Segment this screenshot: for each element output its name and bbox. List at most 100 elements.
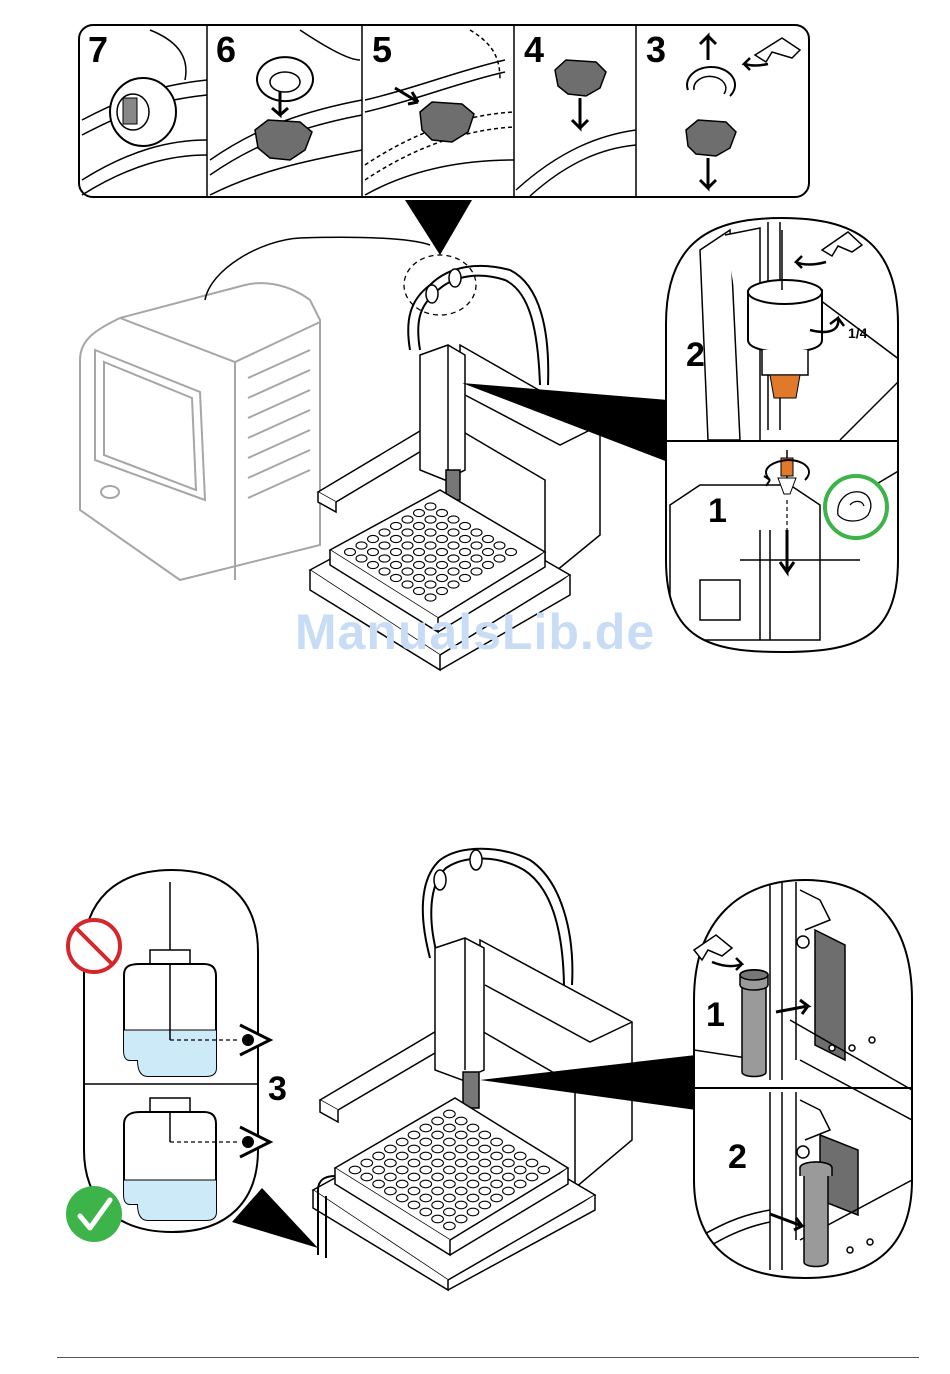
tray-hole <box>385 1173 397 1181</box>
tray-hole <box>396 1194 408 1202</box>
tray-hole <box>432 1159 444 1167</box>
tray-hole <box>396 1180 408 1188</box>
tray-hole <box>420 1138 432 1146</box>
tray-hole <box>467 1138 479 1146</box>
tray-hole <box>467 1124 479 1132</box>
tray-hole <box>444 1222 456 1230</box>
tray-hole <box>467 1208 479 1216</box>
tray-hole <box>437 535 448 542</box>
tray-hole <box>467 1152 479 1160</box>
tray-hole <box>391 574 402 581</box>
tray-hole <box>479 1145 491 1153</box>
tray-hole <box>494 542 505 549</box>
tray-hole <box>425 581 436 588</box>
step-6-label: 6 <box>216 29 236 70</box>
tray-hole <box>361 1159 373 1167</box>
tray-hole <box>391 548 402 555</box>
tray-hole <box>460 561 471 568</box>
tray-hole <box>368 561 379 568</box>
tray-hole <box>379 568 390 575</box>
detail-rinse-cup: 1 2 <box>690 876 916 1282</box>
tray-hole <box>460 522 471 529</box>
tray-hole <box>408 1145 420 1153</box>
tray-hole <box>414 561 425 568</box>
tray-hole <box>379 529 390 536</box>
detail-step-1-label: 1 <box>708 492 727 530</box>
tray-hole <box>385 1187 397 1195</box>
tray-hole <box>402 581 413 588</box>
tray-hole <box>471 529 482 536</box>
tray-hole <box>408 1201 420 1209</box>
tray-hole <box>444 1166 456 1174</box>
tray-hole <box>368 548 379 555</box>
tray-hole <box>396 1138 408 1146</box>
tray-hole <box>391 561 402 568</box>
level-check-panel: 3 <box>66 870 287 1242</box>
tray-hole <box>425 594 436 601</box>
tray-hole <box>425 503 436 510</box>
tray-hole <box>373 1166 385 1174</box>
tray-hole <box>420 1124 432 1132</box>
tray-hole <box>437 574 448 581</box>
tray-hole <box>514 1166 526 1174</box>
tray-hole <box>538 1166 550 1174</box>
tray-hole <box>414 587 425 594</box>
tray-hole <box>491 1194 503 1202</box>
steps-strip: 7 6 5 <box>79 25 809 197</box>
tray-hole <box>432 1145 444 1153</box>
tray-hole <box>448 516 459 523</box>
tray-hole <box>444 1180 456 1188</box>
tray-hole <box>379 555 390 562</box>
tray-hole <box>432 1131 444 1139</box>
tray-hole <box>444 1194 456 1202</box>
tray-hole <box>356 542 367 549</box>
tray-hole <box>460 574 471 581</box>
tray-hole <box>491 1166 503 1174</box>
rinse-step-1-label: 1 <box>706 996 725 1034</box>
tray-hole <box>420 1194 432 1202</box>
tray-hole <box>479 1201 491 1209</box>
tray-hole <box>479 1187 491 1195</box>
pointer-triangle-top <box>405 200 472 255</box>
tray-hole <box>455 1201 467 1209</box>
tray-hole <box>437 561 448 568</box>
autosampler-top <box>310 255 600 670</box>
tray-hole <box>448 568 459 575</box>
tray-hole <box>437 509 448 516</box>
tray-hole <box>444 1110 456 1118</box>
tray-hole <box>373 1152 385 1160</box>
tray-hole <box>460 535 471 542</box>
tray-hole <box>385 1159 397 1167</box>
tray-hole <box>444 1152 456 1160</box>
detail-step-2-label: 2 <box>686 336 705 374</box>
tray-hole <box>455 1131 467 1139</box>
tray-hole <box>437 522 448 529</box>
tray-hole <box>396 1166 408 1174</box>
tray-hole <box>471 542 482 549</box>
tray-hole <box>503 1173 515 1181</box>
tray-hole <box>483 561 494 568</box>
tray-hole <box>514 1180 526 1188</box>
tray-hole <box>408 1187 420 1195</box>
tray-hole <box>408 1159 420 1167</box>
tray-hole <box>414 522 425 529</box>
step-3-label: 3 <box>646 29 666 70</box>
tray-hole <box>402 568 413 575</box>
tray-hole <box>425 542 436 549</box>
tray-hole <box>425 516 436 523</box>
tray-hole <box>455 1159 467 1167</box>
tray-hole <box>455 1117 467 1125</box>
tray-hole <box>471 555 482 562</box>
tray-hole <box>356 555 367 562</box>
tray-hole <box>467 1194 479 1202</box>
tray-hole <box>444 1124 456 1132</box>
tray-hole <box>491 1152 503 1160</box>
tray-hole <box>414 574 425 581</box>
tray-hole <box>483 548 494 555</box>
tray-hole <box>425 555 436 562</box>
tray-hole <box>345 548 356 555</box>
tray-hole <box>349 1166 361 1174</box>
tray-hole <box>467 1180 479 1188</box>
tray-hole <box>448 555 459 562</box>
